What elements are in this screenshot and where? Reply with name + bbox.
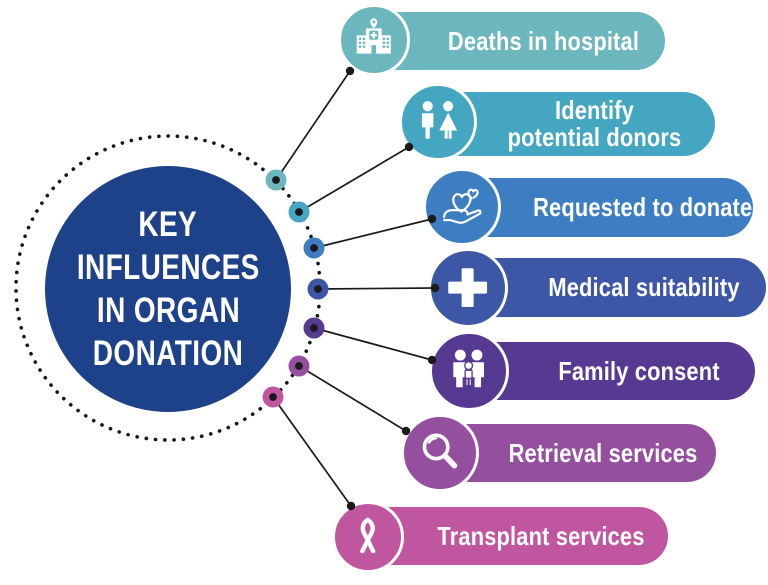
- central-topic: KEY INFLUENCES IN ORGAN DONATION: [45, 166, 291, 412]
- central-topic-line: IN ORGAN: [96, 291, 240, 330]
- pill-transplant-services: Transplant services: [354, 507, 668, 565]
- central-topic-line: DONATION: [92, 334, 244, 373]
- branch-label: Identify potential donors: [507, 95, 682, 152]
- hand-hearts-icon: [423, 168, 501, 246]
- man-woman-icon: [399, 83, 477, 161]
- pill-deaths-in-hospital: Deaths in hospital: [360, 12, 665, 70]
- central-topic-line: INFLUENCES: [76, 248, 260, 287]
- branch-label: Transplant services: [437, 520, 645, 551]
- branch-label: Family consent: [558, 355, 720, 386]
- node-dot: [288, 201, 310, 223]
- magnifier-icon: [401, 414, 479, 492]
- medical-cross-icon: [428, 248, 508, 328]
- node-dot: [262, 386, 284, 408]
- branch-label: Deaths in hospital: [447, 25, 640, 56]
- branch-label: Requested to donate: [533, 192, 753, 222]
- hospital-icon: [338, 4, 410, 76]
- node-dot: [303, 237, 325, 259]
- node-dot: [307, 278, 329, 300]
- central-topic-line: KEY: [138, 205, 198, 244]
- branch-label: Medical suitability: [548, 272, 740, 302]
- ribbon-icon: [332, 501, 404, 573]
- node-dot: [288, 355, 310, 377]
- node-dot: [265, 169, 287, 191]
- node-dot: [303, 317, 325, 339]
- family-icon: [429, 331, 509, 411]
- branch-label: Retrieval services: [508, 437, 698, 468]
- pill-identify-potential-donors: Identify potential donors: [424, 92, 715, 156]
